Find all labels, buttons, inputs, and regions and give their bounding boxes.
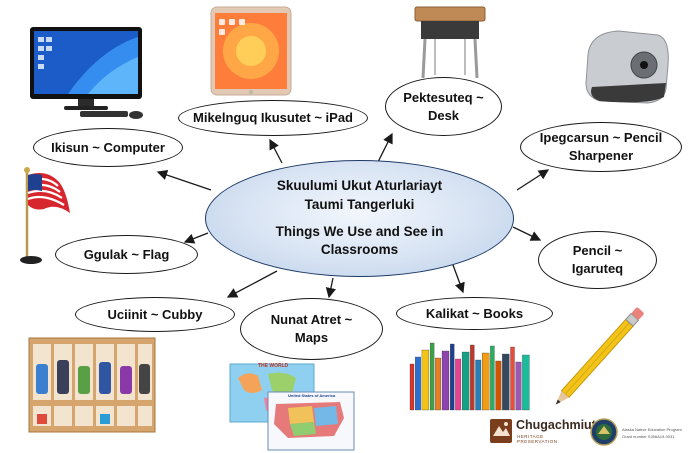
education-seal-icon (590, 418, 618, 446)
book-spine (450, 343, 455, 411)
book-spine (441, 350, 450, 411)
node-computer: Ikisun ~ Computer (33, 128, 183, 167)
center-title-line1: Skuulumi Ukut Aturlariayt (276, 177, 443, 193)
node-flag: Ggulak ~ Flag (55, 235, 198, 274)
pencil-image (555, 307, 644, 405)
node-books-label: Kalikat ~ Books (425, 305, 524, 321)
center-title-line4: Classrooms (320, 242, 399, 258)
arrow-to-maps (325, 277, 336, 299)
node-sharpener: Ipegcarsun ~ Pencil Sharpener (520, 122, 682, 172)
maps-image: THE WORLD United States of America (228, 360, 356, 452)
node-cubby: Uciinit ~ Cubby (75, 297, 235, 332)
chugachmiut-logo: Chugachmiut HERITAGE PRESERVATION (489, 418, 596, 446)
book-spine (409, 363, 415, 411)
flag-image (20, 167, 70, 264)
node-sharpener-label-1: Ipegcarsun ~ Pencil (539, 130, 663, 146)
pencil-sharpener-image (585, 30, 669, 104)
arrow-to-flag (183, 232, 209, 244)
book-spine (455, 358, 462, 411)
book-spine (510, 346, 515, 411)
book-spine (421, 349, 430, 411)
node-ipad-label: Mikelnguq Ikusutet ~ iPad (193, 110, 353, 126)
arrow-to-sharpener (516, 169, 550, 191)
node-computer-label: Ikisun ~ Computer (51, 139, 165, 155)
node-books: Kalikat ~ Books (396, 297, 553, 330)
arrow-to-pencil (512, 226, 542, 241)
map-usa-title: United States of America (288, 393, 336, 398)
grant-program-line: Alaska Native Education Program (622, 427, 682, 432)
arrow-to-books (452, 264, 465, 294)
grant-info: Alaska Native Education Program Grant nu… (622, 427, 700, 439)
book-spine (429, 342, 435, 411)
book-spine (515, 361, 522, 411)
book-spine (522, 354, 530, 411)
ipad-image (210, 6, 292, 96)
book-spine (482, 352, 490, 411)
book-spine (475, 359, 482, 411)
book-spine (435, 357, 441, 411)
center-title-line2: Taumi Tangerluki (304, 196, 415, 212)
node-pencil-label-1: Pencil ~ (572, 243, 623, 259)
arrow-to-desk (377, 132, 393, 163)
desk-image (414, 6, 486, 79)
computer-image (30, 27, 143, 119)
node-ipad: Mikelnguq Ikusutet ~ iPad (178, 100, 368, 136)
books-image (409, 342, 530, 411)
grant-number-line: Grant number S356A19-0031 (622, 434, 675, 439)
chugachmiut-subtitle: HERITAGE PRESERVATION (517, 434, 558, 444)
node-cubby-label: Uciinit ~ Cubby (107, 306, 203, 322)
map-world-title: THE WORLD (258, 363, 289, 369)
book-spine (470, 344, 475, 411)
central-topic: Skuulumi Ukut Aturlariayt Taumi Tangerlu… (205, 160, 514, 277)
node-maps: Nunat Atret ~ Maps (240, 298, 383, 360)
book-spine (415, 356, 421, 411)
arrow-to-computer (156, 170, 212, 191)
node-desk: Pektesuteq ~ Desk (385, 77, 502, 136)
node-pencil-label-2: Igaruteq (571, 261, 624, 276)
chugachmiut-emblem-icon (490, 419, 512, 443)
chugachmiut-name: Chugachmiut (516, 418, 596, 432)
node-maps-label-2: Maps (294, 330, 329, 345)
node-maps-label-1: Nunat Atret ~ (270, 312, 353, 328)
book-spine (490, 345, 495, 411)
node-sharpener-label-2: Sharpener (568, 148, 634, 163)
cubby-image (28, 337, 156, 433)
book-spine (495, 360, 502, 411)
arrow-to-cubby (226, 270, 278, 298)
node-flag-label: Ggulak ~ Flag (83, 246, 170, 262)
node-desk-label-1: Pektesuteq ~ (403, 89, 484, 105)
node-pencil: Pencil ~ Igaruteq (538, 231, 657, 289)
book-spine (502, 353, 510, 411)
node-desk-label-2: Desk (427, 107, 460, 123)
book-spine (461, 351, 470, 411)
arrow-to-ipad (269, 138, 283, 164)
center-title-line3: Things We Use and See in (275, 223, 444, 239)
